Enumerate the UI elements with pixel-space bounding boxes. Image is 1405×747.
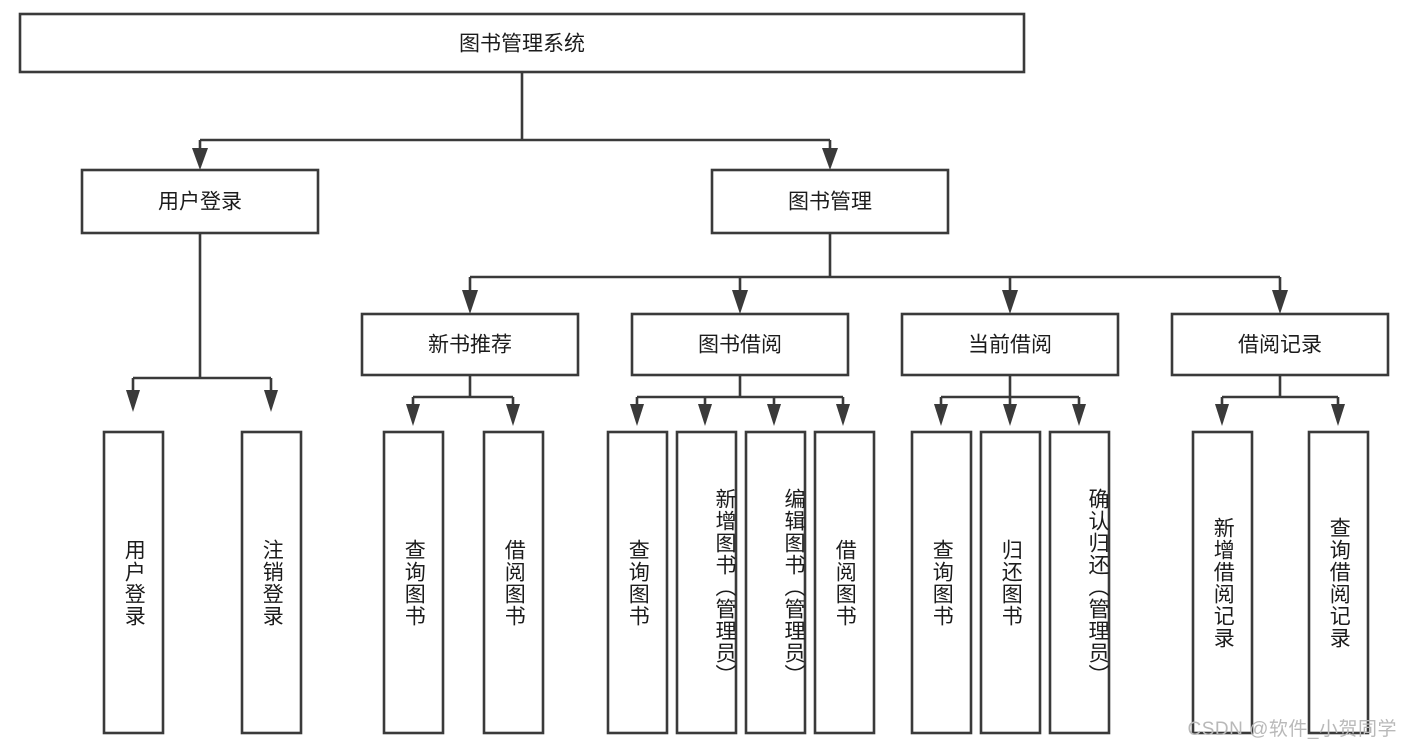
node-book-management[interactable]: 图书管理 — [710, 168, 950, 235]
arrow-to-current-leaf1 — [934, 404, 948, 426]
node-current-borrow-label: 当前借阅 — [968, 334, 1052, 357]
arrow-to-newbook-leaf1 — [406, 404, 420, 426]
arrow-to-current-leaf3 — [1072, 404, 1086, 426]
leaf-nodes-group — [102, 430, 1370, 735]
connector-records-to-leaves — [1215, 375, 1345, 426]
node-root-rect[interactable] — [18, 12, 1026, 74]
leaf-rect-borrow-book-1[interactable] — [482, 430, 545, 735]
node-user-login-rect[interactable] — [80, 168, 320, 235]
node-new-book-recommend-rect[interactable] — [360, 312, 580, 377]
arrow-to-borrow-leaf1 — [630, 404, 644, 426]
arrow-to-records-leaf2 — [1331, 404, 1345, 426]
node-new-book-recommend-label: 新书推荐 — [428, 334, 512, 357]
connector-newbook-to-leaves — [406, 375, 520, 426]
leaf-rect-return-book[interactable] — [979, 430, 1042, 735]
leaf-rect-add-record[interactable] — [1191, 430, 1254, 735]
node-borrow-records-rect[interactable] — [1170, 312, 1390, 377]
node-user-login-label: 用户登录 — [158, 191, 242, 214]
leaf-rect-query-book-2[interactable] — [606, 430, 669, 735]
leaf-rect-borrow-book-2[interactable] — [813, 430, 876, 735]
leaf-rect-query-book-3[interactable] — [910, 430, 973, 735]
node-book-management-label: 图书管理 — [788, 191, 872, 214]
connector-currentborrow-to-leaves — [934, 375, 1086, 426]
arrow-to-user-login — [192, 148, 208, 170]
leaf-rect-logout[interactable] — [240, 430, 303, 735]
leaf-rect-add-book-admin[interactable] — [675, 430, 738, 735]
arrow-to-newbook-leaf2 — [506, 404, 520, 426]
leaf-rect-edit-book-admin[interactable] — [744, 430, 807, 735]
arrow-to-book-borrow — [732, 290, 748, 314]
arrow-to-current-leaf2 — [1003, 404, 1017, 426]
node-root-system[interactable]: 图书管理系统 — [18, 12, 1026, 74]
arrow-to-current-borrow — [1002, 290, 1018, 314]
leaf-rect-query-record[interactable] — [1307, 430, 1370, 735]
arrow-to-book-mgmt — [822, 148, 838, 170]
node-borrow-records[interactable]: 借阅记录 — [1170, 312, 1390, 377]
arrow-to-leaf-logout — [264, 390, 278, 412]
node-book-borrow-rect[interactable] — [630, 312, 850, 377]
node-book-management-rect[interactable] — [710, 168, 950, 235]
leaf-rect-query-book-1[interactable] — [382, 430, 445, 735]
node-user-login[interactable]: 用户登录 — [80, 168, 320, 235]
node-current-borrow-rect[interactable] — [900, 312, 1120, 377]
arrow-to-borrow-leaf3 — [767, 404, 781, 426]
csdn-watermark: CSDN @软件_小贺同学 — [1187, 719, 1397, 740]
arrow-to-borrow-leaf4 — [836, 404, 850, 426]
leaf-rect-confirm-return-admin[interactable] — [1048, 430, 1111, 735]
node-current-borrow[interactable]: 当前借阅 — [900, 312, 1120, 377]
node-borrow-records-label: 借阅记录 — [1238, 334, 1322, 357]
connector-userlogin-to-leaves — [126, 233, 278, 412]
connector-bookborrow-to-leaves — [630, 375, 850, 426]
connector-bookmgmt-to-level3 — [462, 233, 1288, 314]
node-root-label: 图书管理系统 — [459, 33, 585, 56]
arrow-to-leaf-user-login — [126, 390, 140, 412]
leaf-rect-user-login[interactable] — [102, 430, 165, 735]
arrow-to-borrow-leaf2 — [698, 404, 712, 426]
node-new-book-recommend[interactable]: 新书推荐 — [360, 312, 580, 377]
arrow-to-borrow-records — [1272, 290, 1288, 314]
arrow-to-records-leaf1 — [1215, 404, 1229, 426]
arrow-to-new-book-recommend — [462, 290, 478, 314]
node-book-borrow[interactable]: 图书借阅 — [630, 312, 850, 377]
connector-root-to-level2 — [192, 72, 838, 170]
node-book-borrow-label: 图书借阅 — [698, 334, 782, 357]
